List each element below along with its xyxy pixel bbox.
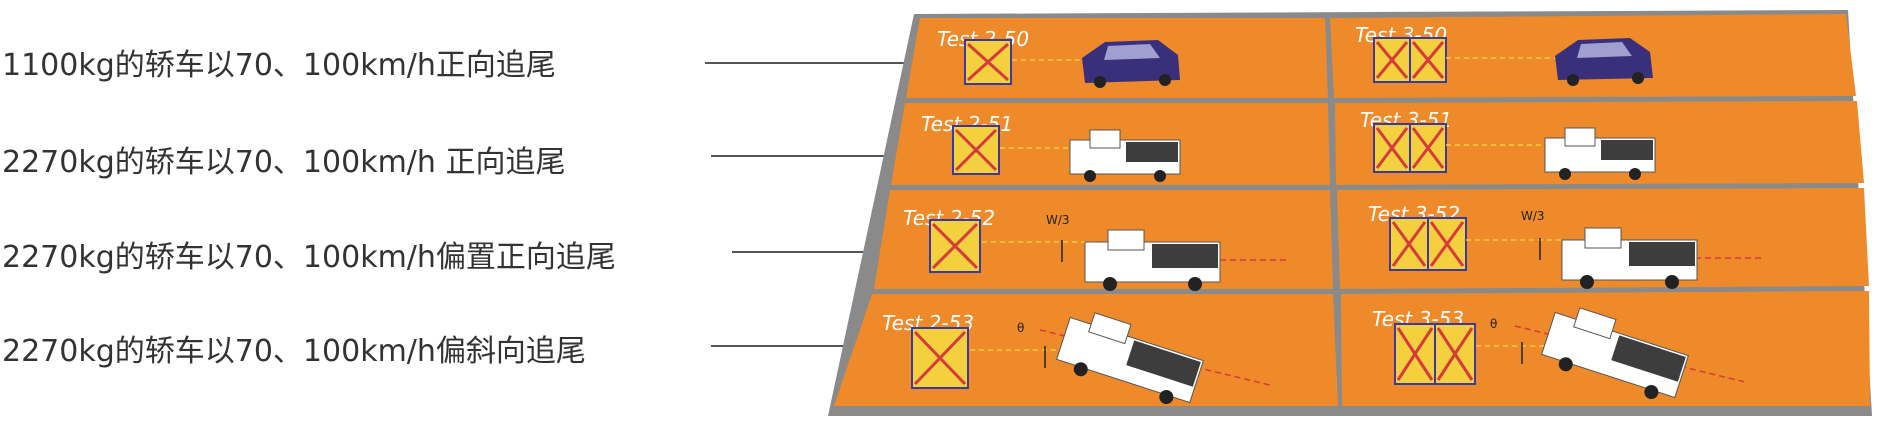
offset-note-2-52: W/3 (1046, 213, 1070, 227)
sedan-car-icon-2 (1555, 38, 1653, 86)
offset-note-3-52: W/3 (1521, 209, 1545, 223)
attenuator-2-51 (952, 125, 1000, 175)
attenuator-2-52 (929, 219, 981, 273)
row-label-4: 2270kg的轿车以70、100km/h偏斜向追尾 (2, 334, 586, 369)
angle-note-3-53: θ (1490, 317, 1497, 331)
pickup-truck-icon-4 (1561, 227, 1698, 289)
leader-line-4 (711, 345, 906, 347)
pickup-truck-icon-2 (1544, 127, 1656, 180)
leader-line-3 (732, 251, 912, 253)
attenuator-3-53 (1394, 323, 1476, 385)
pickup-truck-icon-6 (1540, 307, 1690, 400)
attenuator-2-50 (964, 39, 1012, 85)
row-label-1: 1100kg的轿车以70、100km/h正向追尾 (2, 48, 556, 83)
row-label-3: 2270kg的轿车以70、100km/h偏置正向追尾 (2, 240, 616, 275)
attenuator-2-53 (911, 327, 969, 389)
pickup-truck-icon-3 (1084, 229, 1221, 291)
angle-note-2-53: θ (1017, 321, 1024, 335)
attenuator-3-51 (1373, 123, 1447, 173)
row-label-2: 2270kg的轿车以70、100km/h 正向追尾 (2, 145, 566, 180)
pickup-truck-icon-5 (1055, 312, 1205, 405)
attenuator-3-50 (1373, 37, 1447, 83)
sedan-car-icon (1082, 40, 1180, 88)
leader-line-2 (711, 155, 926, 157)
attenuator-3-52 (1389, 217, 1467, 271)
pickup-truck-icon (1069, 129, 1181, 182)
leader-line-1 (705, 62, 920, 64)
